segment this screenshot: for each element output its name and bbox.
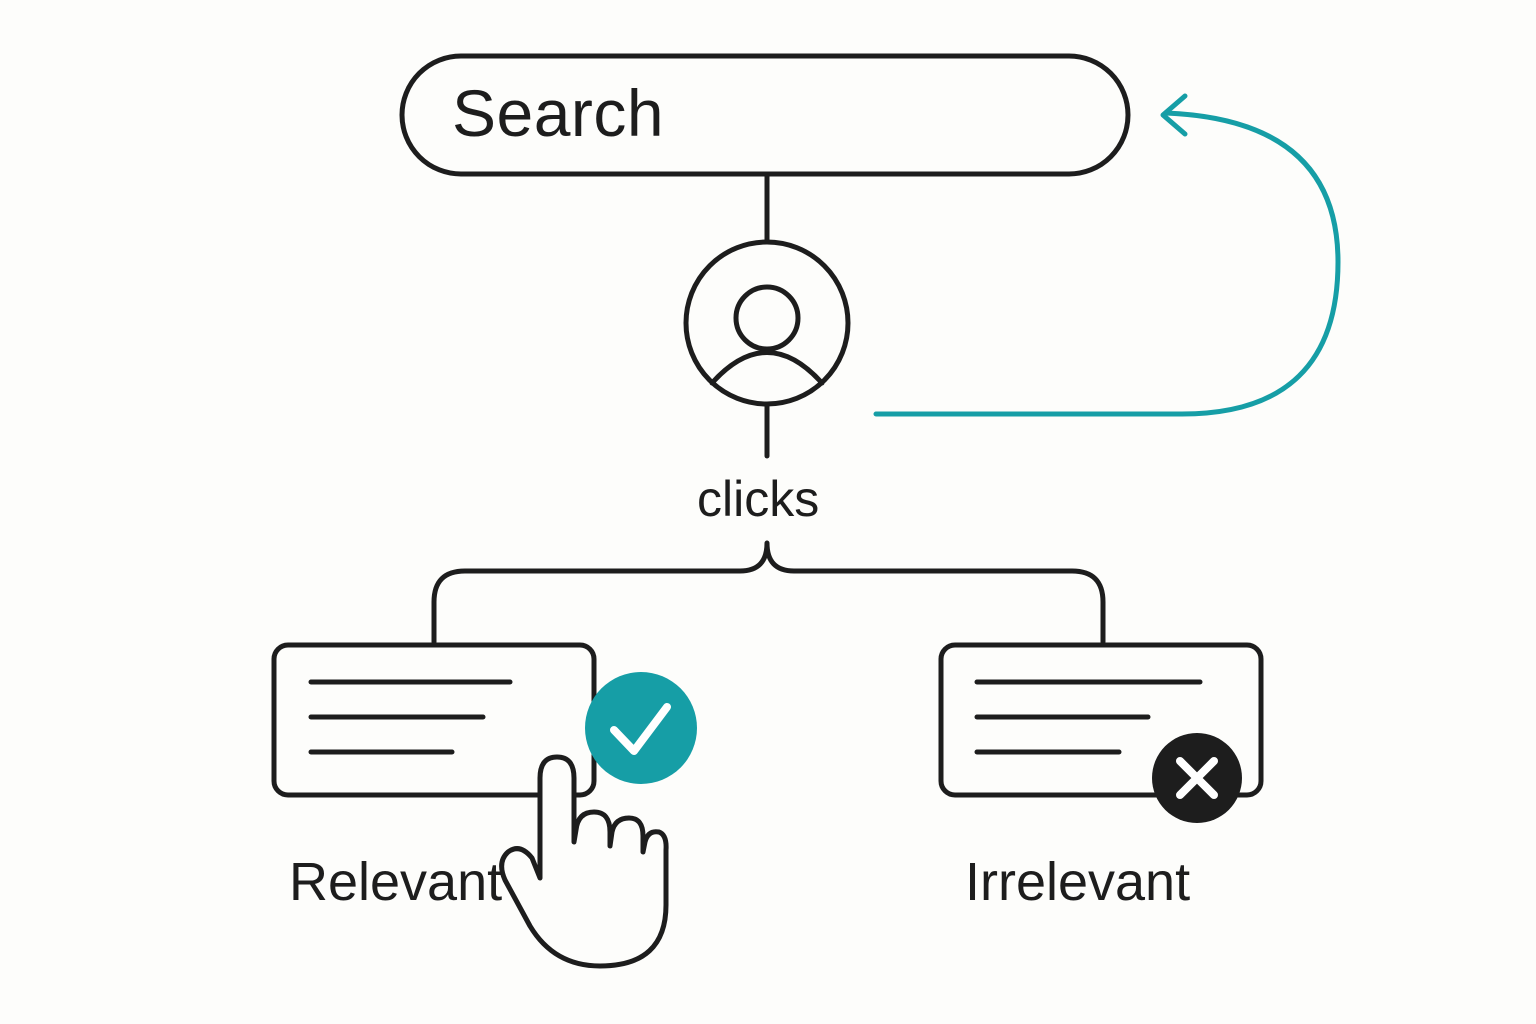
x-icon <box>1152 733 1242 823</box>
clicks-brace <box>431 540 1106 645</box>
feedback-arrow <box>873 93 1341 417</box>
irrelevant-label: Irrelevant <box>965 852 1191 912</box>
relevant-result-card <box>271 642 597 798</box>
clicks-label: clicks <box>697 471 820 527</box>
relevant-label: Relevant <box>289 855 503 909</box>
checkmark-icon <box>585 672 697 784</box>
user-avatar-icon <box>683 239 851 407</box>
search-label: Search <box>452 76 665 150</box>
search-bar <box>399 53 1131 177</box>
hand-pointer-icon <box>499 754 669 969</box>
